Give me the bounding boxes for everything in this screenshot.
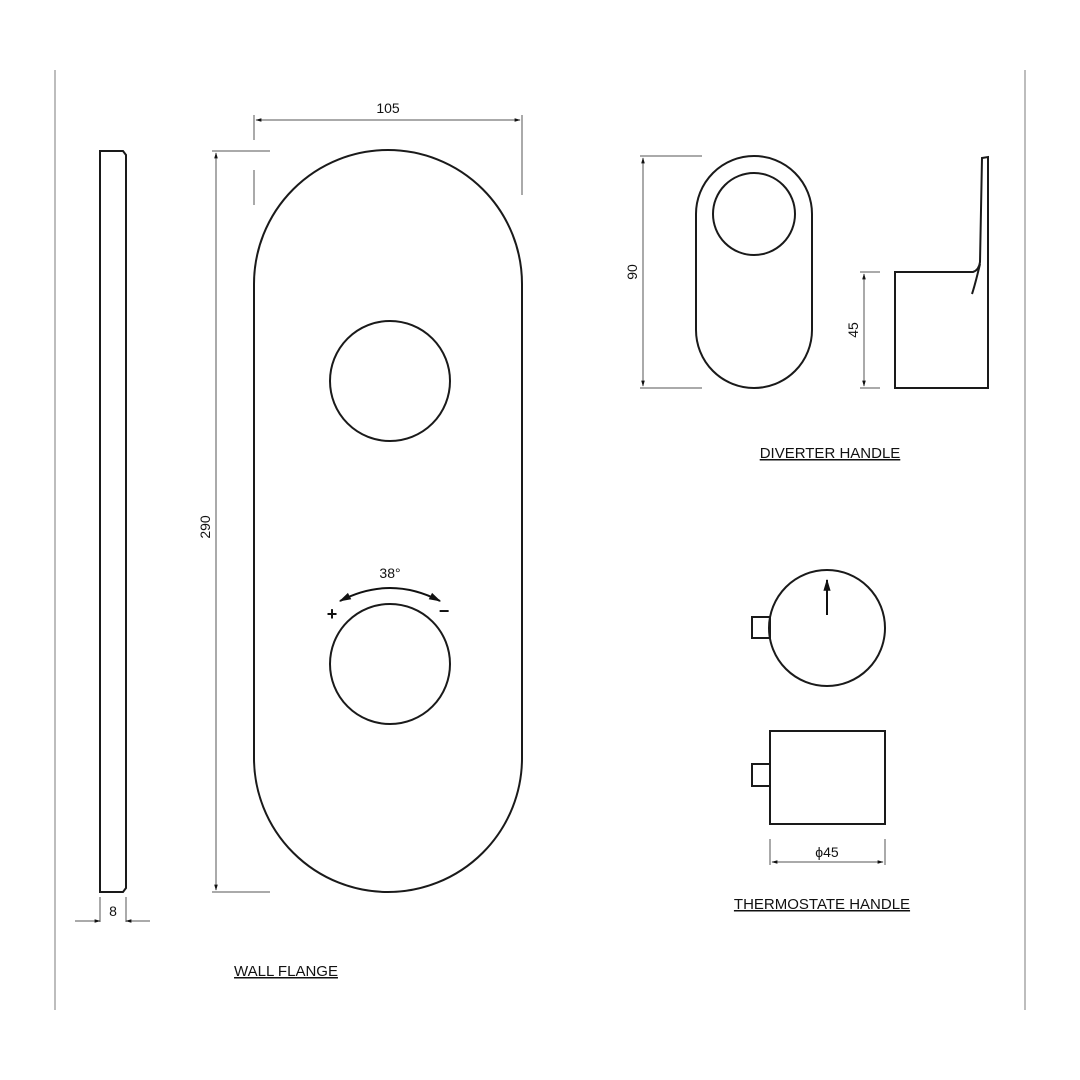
thermostate-side-view (769, 730, 886, 825)
width-dim-label: 105 (376, 100, 400, 116)
wall-flange-front-plate (253, 149, 523, 893)
thermostate-handle-group: ϕ45 THERMOSTATE HANDLE (734, 569, 910, 913)
diverter-height-dim-label: 90 (624, 264, 640, 280)
thermostate-top-stub (751, 616, 771, 639)
diverter-side-lever-curve (971, 263, 981, 295)
rotation-indicator: 38° + − (327, 565, 450, 624)
plus-sign: + (327, 604, 338, 624)
diverter-side-height-dim-label: 45 (845, 322, 861, 338)
diverter-handle-title: DIVERTER HANDLE (760, 445, 901, 462)
diverter-side-height-dimension: 45 (845, 271, 880, 389)
height-dim-label: 290 (197, 515, 213, 539)
rotation-angle-label: 38° (379, 565, 400, 581)
thickness-dim-label: 8 (109, 903, 117, 919)
thermostate-diameter-dimension: ϕ45 (769, 839, 886, 865)
width-dimension: 105 (253, 100, 523, 205)
thermostat-hole (329, 603, 451, 725)
diverter-side-view (894, 155, 989, 389)
diverter-front-circle (712, 172, 796, 256)
diverter-height-dimension: 90 (624, 155, 702, 389)
height-dimension: 290 (197, 150, 270, 893)
wall-flange-side-profile (99, 150, 127, 893)
minus-sign: − (439, 601, 450, 621)
diverter-handle-group: 90 45 DIVERTER HANDLE (624, 155, 989, 462)
thermostate-side-stub (751, 763, 771, 787)
thickness-dimension: 8 (75, 897, 150, 923)
thermostate-diameter-dim-label: ϕ45 (815, 844, 839, 860)
rotation-arc-arrow (338, 587, 442, 602)
wall-flange-title: WALL FLANGE (234, 963, 338, 980)
diverter-front-view (695, 155, 813, 389)
wall-flange-group: 8 38° + − 105 290 (75, 100, 523, 980)
diverter-hole (329, 320, 451, 442)
thermostate-handle-title: THERMOSTATE HANDLE (734, 896, 910, 913)
